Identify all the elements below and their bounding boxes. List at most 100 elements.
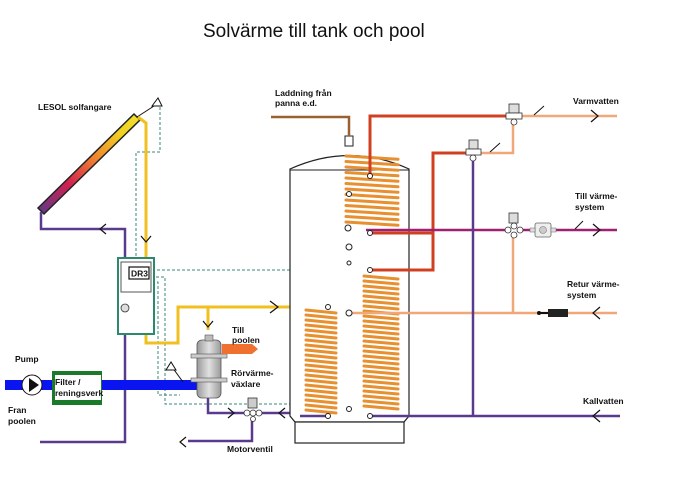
to-pool-outlet-icon: [222, 344, 258, 354]
right-coil-turn: [362, 274, 400, 281]
solar-coil-turn: [304, 338, 338, 345]
solar-coil-turn: [304, 393, 338, 400]
solar-collector: [36, 97, 163, 216]
solar-coil-turn: [304, 308, 338, 315]
right-coil-turn: [362, 339, 400, 346]
tank-coils: [304, 154, 400, 415]
right-coil-turn: [362, 279, 400, 286]
solar-coil-turn: [304, 343, 338, 350]
right-coil-turn: [362, 329, 400, 336]
filter-label-1: Filter /: [55, 377, 81, 387]
right-coil-turn: [362, 364, 400, 371]
right-coil-turn: [362, 289, 400, 296]
mixing-valve-hot-water[interactable]: [505, 103, 523, 126]
right-coil-turn: [362, 359, 400, 366]
solar-coil-turn: [304, 323, 338, 330]
right-coil-turn: [362, 299, 400, 306]
upper-coil-turn: [344, 182, 400, 189]
upper-coil-turn: [344, 165, 400, 172]
motor-valve-label: Motorventil: [227, 444, 273, 454]
solar-coil-turn: [304, 328, 338, 335]
from-pool-label-2: poolen: [8, 416, 36, 426]
solar-coil-turn: [304, 398, 338, 405]
solar-coil-turn: [304, 313, 338, 320]
mixing-valve-secondary[interactable]: [465, 139, 482, 162]
diagram-title: Solvärme till tank och pool: [203, 21, 425, 42]
solar-coil-turn: [304, 333, 338, 340]
tank-port: [367, 267, 373, 273]
tank-port: [367, 413, 373, 419]
solar-coil-turn: [304, 388, 338, 395]
right-coil-turn: [362, 394, 400, 401]
right-coil-turn: [362, 399, 400, 406]
right-coil-turn: [362, 354, 400, 361]
solar-coil-turn: [304, 368, 338, 375]
flow-arrows: [140, 235, 279, 328]
right-coil-turn: [362, 324, 400, 331]
tank-port: [325, 413, 331, 419]
solar-coil-turn: [304, 373, 338, 380]
solar-collector-label: LESOL solfangare: [38, 102, 112, 112]
upper-coil-turn: [344, 193, 400, 200]
tank-port: [346, 260, 352, 266]
controller-label: DR3: [131, 269, 148, 279]
motor-valve[interactable]: [243, 397, 263, 422]
tank-port: [325, 304, 331, 310]
right-coil-turn: [362, 344, 400, 351]
right-coil-turn: [362, 349, 400, 356]
upper-coil-turn: [344, 160, 400, 167]
solar-return-pipe: [39, 212, 127, 444]
solar-coil-turn: [304, 383, 338, 390]
boiler-charge-pipe: [271, 115, 351, 136]
upper-coil-turn: [344, 215, 400, 222]
solar-coil-turn: [304, 403, 338, 410]
return-heating-label-2: system: [567, 290, 597, 300]
cold-water-pipes: [300, 160, 620, 418]
to-pool-label-1: Till: [232, 325, 244, 335]
return-valve[interactable]: [537, 309, 568, 317]
tank-ports: [325, 173, 373, 419]
hot-supply-pipes: [368, 114, 509, 272]
hot-water-pipes: [350, 114, 617, 315]
right-coil-turn: [362, 374, 400, 381]
tank-port: [345, 309, 353, 317]
boiler-charge-label-1: Laddning från: [275, 88, 332, 98]
upper-coil-turn: [344, 198, 400, 205]
heat-exchanger-label-1: Rörvärme-: [231, 368, 274, 378]
shunt-valve[interactable]: [504, 212, 524, 239]
pool-sensor-icon: [165, 361, 177, 371]
right-coil-turn: [362, 304, 400, 311]
to-pool-label-2: poolen: [232, 335, 260, 345]
right-coil-turn: [362, 294, 400, 301]
heat-exchanger: [190, 334, 258, 399]
thermometer-icons: [489, 105, 584, 230]
collector-sensor-icon: [151, 97, 163, 107]
right-coil-turn: [362, 314, 400, 321]
filter-label-2: reningsverk: [55, 388, 103, 398]
right-coil-turn: [362, 379, 400, 386]
cold-water-label: Kallvatten: [583, 396, 624, 406]
solar-coil-turn: [304, 363, 338, 370]
tank-port: [346, 406, 352, 412]
solar-coil-turn: [304, 353, 338, 360]
heating-circulation-pump[interactable]: [529, 222, 557, 238]
upper-coil-turn: [344, 220, 400, 227]
right-coil-turn: [362, 404, 400, 411]
tank-port: [346, 191, 352, 197]
tank-port: [345, 243, 353, 251]
heat-exchanger-label-2: växlare: [231, 379, 261, 389]
hot-water-label: Varmvatten: [573, 96, 619, 106]
to-heating-label-2: system: [575, 202, 605, 212]
right-coil-turn: [362, 369, 400, 376]
right-coil-turn: [362, 389, 400, 396]
right-coil-turn: [362, 319, 400, 326]
solar-coil-turn: [304, 348, 338, 355]
pump-label: Pump: [15, 354, 39, 364]
solar-coil-turn: [304, 378, 338, 385]
dr3-controller: DR3: [117, 257, 155, 335]
right-coil-turn: [362, 334, 400, 341]
filter-unit: Filter / reningsverk: [52, 371, 103, 405]
upper-coil-turn: [344, 204, 400, 211]
tank-port: [367, 173, 373, 179]
solar-coil-turn: [304, 358, 338, 365]
